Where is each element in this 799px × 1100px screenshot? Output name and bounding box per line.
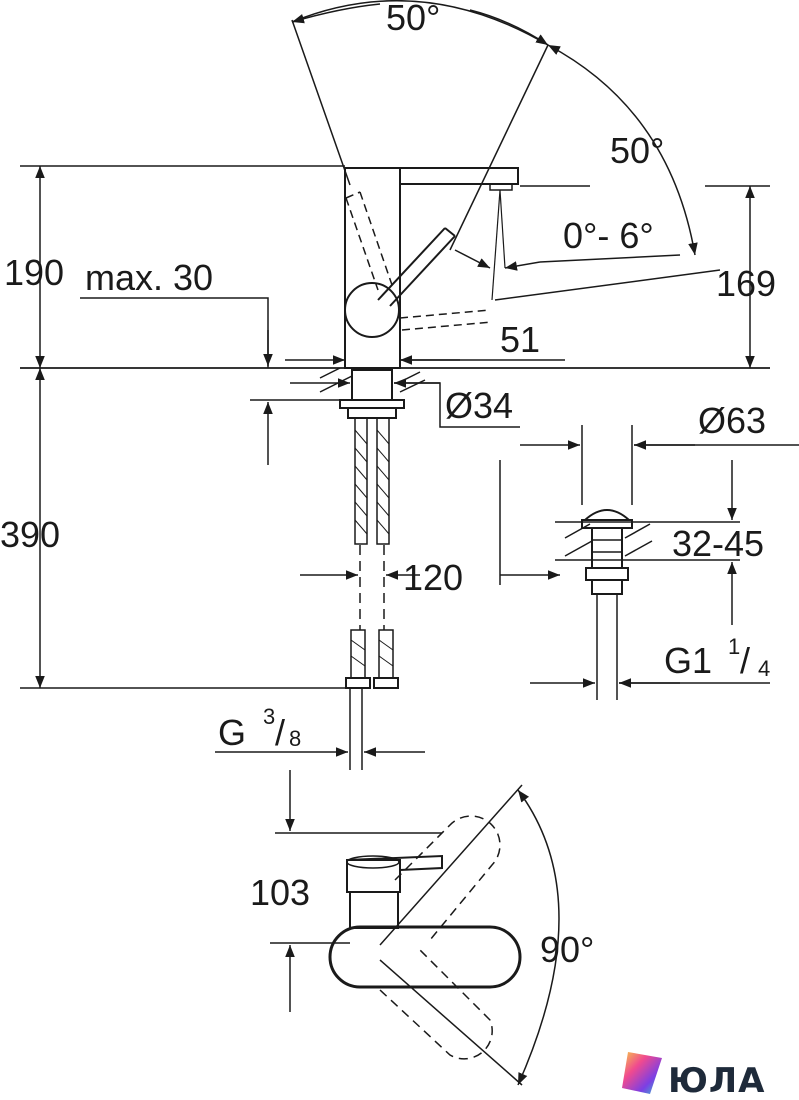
angle-top-arc (291, 0, 549, 46)
logo-text: ЮЛА (668, 1061, 765, 1100)
thread-waste-den: 4 (758, 656, 770, 681)
thread-inlet-slash: / (275, 712, 285, 753)
waste-range-label: 32-45 (672, 523, 764, 564)
total-height-label: 190 (4, 252, 64, 293)
dimension-labels: 50° 50° 0°- 6° 190 max. 30 169 51 Ø34 39… (0, 0, 776, 970)
brand-logo: ЮЛА (622, 1052, 765, 1100)
logo-mark-icon (622, 1052, 662, 1094)
thread-waste-slash: / (740, 640, 750, 681)
thread-waste-main: G1 (664, 640, 712, 681)
hole-diameter-label: Ø34 (445, 385, 513, 426)
thread-inlet-num: 3 (263, 704, 275, 729)
top-view-depth-label: 103 (250, 872, 310, 913)
mounting-shank (319, 367, 426, 419)
thread-inlet-main: G (218, 712, 246, 753)
spout-reach-label: 51 (500, 319, 540, 360)
swivel-angle-arc (517, 789, 560, 1086)
supply-hoses (345, 417, 399, 770)
tilt-range-label: 0°- 6° (563, 215, 654, 256)
angle-top-label: 50° (386, 0, 440, 38)
hose-length-label: 120 (403, 557, 463, 598)
pop-up-waste (555, 425, 660, 700)
spout-height-label: 169 (716, 263, 776, 304)
thread-waste-num: 1 (728, 634, 740, 659)
below-deck-label: 390 (0, 514, 60, 555)
max-deck-label: max. 30 (85, 257, 213, 298)
swivel-angle-label: 90° (540, 929, 594, 970)
angle-right-label: 50° (610, 130, 664, 171)
faucet-side-view (344, 167, 519, 369)
waste-diameter-label: Ø63 (698, 400, 766, 441)
angle-right-arc (547, 44, 698, 256)
thread-inlet-den: 8 (289, 726, 301, 751)
faucet-top-view (275, 815, 522, 1060)
